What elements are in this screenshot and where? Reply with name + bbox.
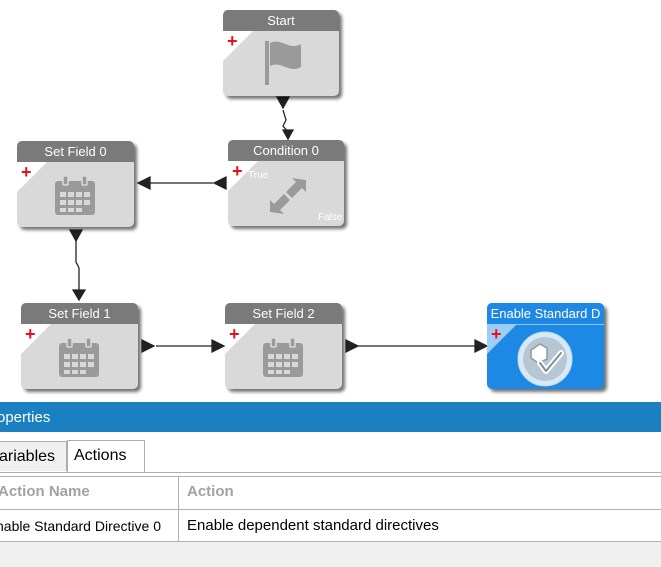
- column-header-action[interactable]: Action: [187, 483, 234, 500]
- calendar-icon: [263, 337, 303, 377]
- directive-check-icon: [517, 331, 573, 387]
- condition-true-port: [212, 175, 227, 191]
- set-field-0-add-icon[interactable]: +: [21, 162, 32, 182]
- action-cell: Enable dependent standard directives: [187, 517, 439, 534]
- column-header-action-name[interactable]: Action Name: [0, 483, 90, 500]
- set-field-2-title: Set Field 2: [225, 303, 342, 324]
- setfield2-input-arrow: [211, 338, 226, 354]
- setfield2-output-port: [345, 338, 360, 354]
- calendar-icon: [59, 337, 99, 377]
- start-add-icon[interactable]: +: [227, 31, 238, 51]
- connector-setfield0-setfield1: [75, 240, 80, 290]
- start-node-title: Start: [223, 10, 339, 31]
- enable-standard-directive-node[interactable]: Enable Standard D +: [487, 303, 604, 389]
- properties-tabs: ariables Actions: [0, 432, 661, 473]
- condition-input-arrow: [281, 129, 295, 141]
- tab-variables[interactable]: ariables: [0, 441, 67, 471]
- setfield1-output-port: [141, 338, 156, 354]
- set-field-0-title: Set Field 0: [17, 141, 134, 162]
- enable-input-arrow: [474, 338, 489, 354]
- condition-node[interactable]: Condition 0 + True False: [228, 140, 344, 226]
- condition-true-label: True: [248, 170, 269, 181]
- branch-arrows-icon: [270, 178, 306, 214]
- enable-standard-add-icon[interactable]: +: [491, 324, 502, 344]
- set-field-2-add-icon[interactable]: +: [229, 324, 240, 344]
- condition-add-icon[interactable]: +: [232, 161, 243, 181]
- set-field-1-add-icon[interactable]: +: [25, 324, 36, 344]
- setfield0-output-port: [68, 229, 84, 243]
- setfield0-input-arrow: [136, 175, 151, 191]
- flag-icon: [265, 41, 301, 85]
- set-field-1-node[interactable]: Set Field 1 +: [21, 303, 138, 389]
- setfield1-input-arrow: [71, 289, 87, 302]
- start-node[interactable]: Start +: [223, 10, 339, 96]
- actions-grid: Action Name Action nable Standard Direct…: [0, 473, 661, 542]
- set-field-2-node[interactable]: Set Field 2 +: [225, 303, 342, 389]
- condition-false-label: False: [318, 212, 343, 223]
- calendar-icon: [55, 175, 95, 215]
- enable-standard-title: Enable Standard D: [487, 303, 604, 325]
- condition-node-title: Condition 0: [228, 140, 344, 161]
- properties-panel: roperties ariables Actions Action Name A…: [0, 402, 661, 567]
- start-output-port: [275, 96, 291, 110]
- properties-title: roperties: [0, 402, 661, 432]
- tab-actions[interactable]: Actions: [67, 440, 145, 472]
- set-field-1-title: Set Field 1: [21, 303, 138, 324]
- workflow-canvas[interactable]: Start + Condition 0 + True False Set Fie…: [0, 0, 661, 402]
- set-field-0-node[interactable]: Set Field 0 +: [17, 141, 134, 227]
- connector-layer: [68, 96, 489, 354]
- action-name-cell: nable Standard Directive 0: [0, 518, 161, 534]
- connector-start-condition: [282, 109, 289, 133]
